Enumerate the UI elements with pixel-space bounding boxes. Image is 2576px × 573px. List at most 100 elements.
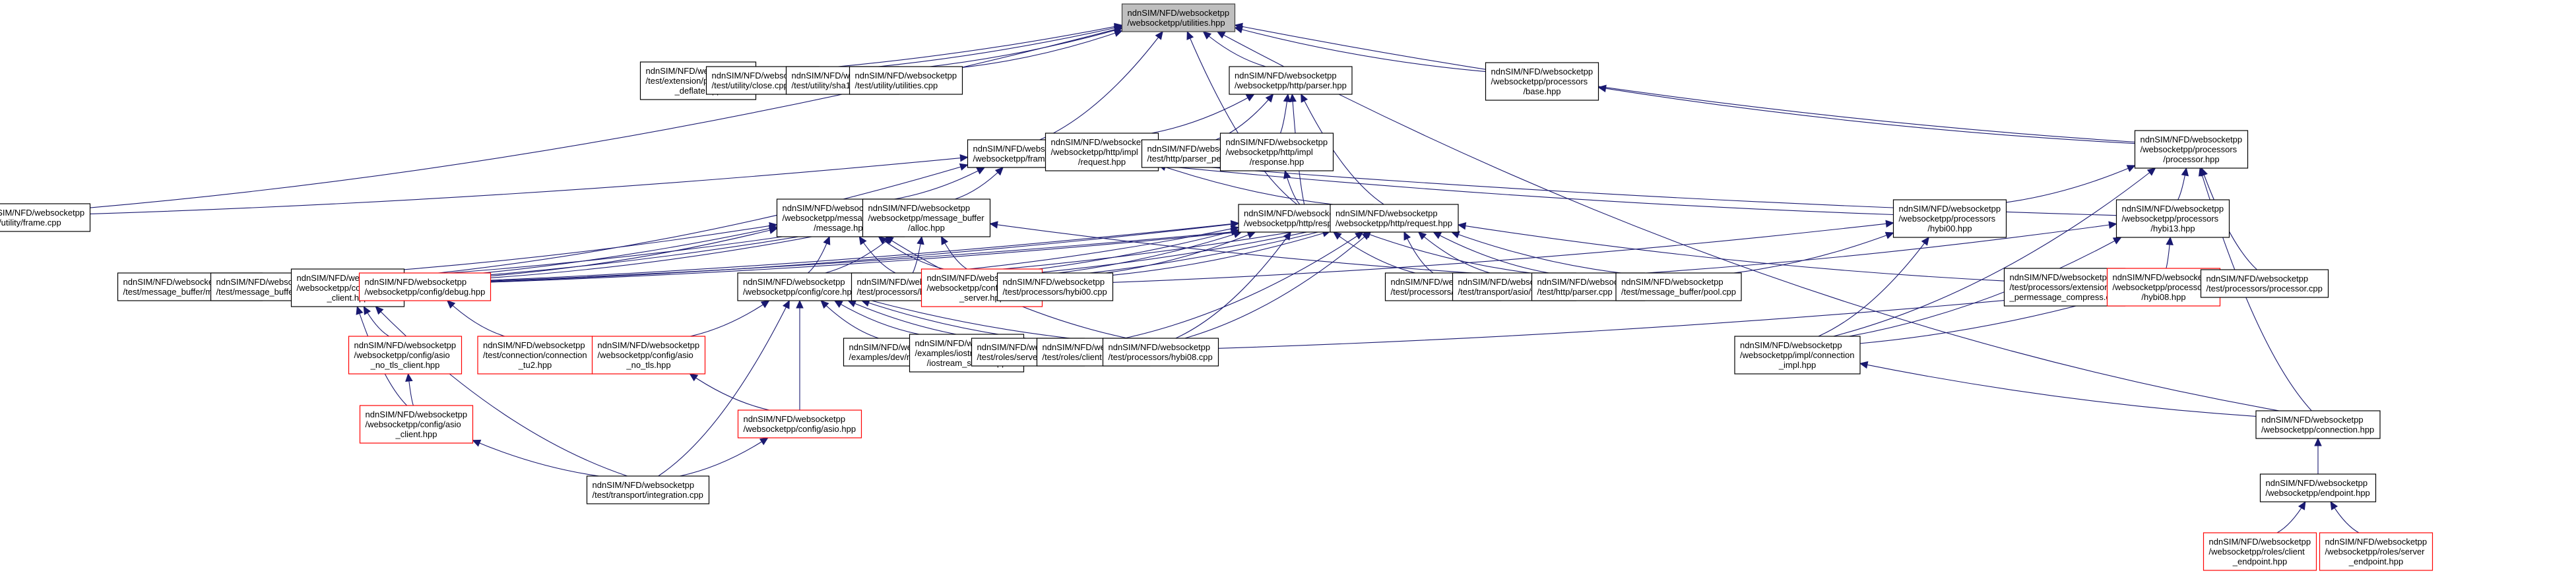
node-utilities-hpp[interactable]: ndnSIM/NFD/websocketpp/websocketpp/utili… (1121, 3, 1236, 32)
arrowhead-icon (689, 373, 699, 382)
edge-permessage-deflate-cpp-to-utilities-hpp (756, 24, 1122, 74)
arrowhead-icon (2298, 500, 2306, 510)
node-label-line: ndnSIM/NFD/websocketpp (2206, 274, 2309, 284)
arrowhead-icon (1417, 231, 1427, 240)
node-asio-no-tls-hpp[interactable]: ndnSIM/NFD/websocketpp/websocketpp/confi… (591, 336, 706, 375)
node-box (2115, 199, 2230, 238)
arrowhead-icon (796, 299, 804, 309)
node-label-line: _client.hpp (395, 429, 437, 439)
node-label-line: ndnSIM/NFD/websocketpp (2266, 478, 2368, 488)
edge-iostream-server-cpp-to-core-hpp (834, 300, 920, 335)
edge-sha1-cpp-to-utilities-hpp (899, 28, 1122, 71)
edge-debug-hpp-to-response-hpp (490, 223, 1239, 282)
edge-hybi00-cpp-to-response-hpp (1105, 231, 1256, 274)
edge-parser-hpp-to-utilities-hpp (1203, 31, 1266, 67)
node-connection-hpp[interactable]: ndnSIM/NFD/websocketpp/websocketpp/conne… (2255, 410, 2381, 439)
node-label-line: /websocketpp/http/impl (1051, 147, 1138, 157)
edge-asio-hpp-to-asio-no-tls-hpp (690, 373, 770, 411)
edge-pool-cpp-to-hybi00-hpp (1733, 232, 1894, 274)
node-label-line: /websocketpp/config/asio.hpp (744, 424, 856, 434)
node-asio-hpp[interactable]: ndnSIM/NFD/websocketpp/websocketpp/confi… (737, 409, 862, 438)
arrowhead-icon (2166, 236, 2174, 245)
node-asio-no-tls-client-hpp[interactable]: ndnSIM/NFD/websocketpp/websocketpp/confi… (348, 336, 463, 375)
node-integration-cpp[interactable]: ndnSIM/NFD/websocketpp/test/transport/in… (586, 475, 710, 504)
arrowhead-icon (976, 167, 986, 175)
node-request-hpp[interactable]: ndnSIM/NFD/websocketpp/websocketpp/http/… (1330, 204, 1459, 233)
node-box (1229, 66, 1353, 95)
node-processor-cpp[interactable]: ndnSIM/NFD/websocketpp/test/processors/p… (2200, 269, 2329, 298)
node-permessage-compress-cpp[interactable]: ndnSIM/NFD/websocketpp/test/processors/e… (2003, 268, 2126, 307)
node-base-hpp[interactable]: ndnSIM/NFD/websocketpp/websocketpp/proce… (1485, 62, 1599, 101)
node-label-line: /websocketpp/http/impl (1226, 147, 1313, 157)
node-label-line: ndnSIM/NFD/websocketpp (1244, 208, 1346, 218)
arrowhead-icon (2108, 221, 2117, 229)
node-box (0, 203, 91, 232)
node-endpoint-hpp[interactable]: ndnSIM/NFD/websocketpp/websocketpp/endpo… (2259, 473, 2377, 502)
node-label-line: ndnSIM/NFD/websocketpp (1491, 67, 1594, 76)
arrowhead-icon (1597, 84, 1607, 92)
edge-hybi00-hpp-to-processor-hpp (2006, 165, 2135, 203)
node-label-line: ndnSIM/NFD/websocketpp (2141, 135, 2243, 144)
node-utilities-cpp[interactable]: ndnSIM/NFD/websocketpp/test/utility/util… (849, 66, 963, 95)
node-box (358, 272, 492, 301)
node-label-line: /test/utility/frame.cpp (0, 218, 61, 227)
node-core-hpp[interactable]: ndnSIM/NFD/websocketpp/websocketpp/confi… (737, 272, 862, 301)
node-label-line: ndnSIM/NFD/websocketpp (1109, 342, 1211, 352)
arrowhead-icon (1283, 169, 1291, 179)
node-label-line: /request.hpp (1078, 157, 1126, 167)
node-connection-tu2-hpp[interactable]: ndnSIM/NFD/websocketpp/test/connection/c… (477, 336, 593, 375)
node-label-line: ndnSIM/NFD/websocketpp (1621, 277, 1723, 287)
arrowhead-icon (823, 235, 831, 245)
node-box (586, 475, 710, 504)
edge-processor-hpp-to-base-hpp (1598, 86, 2135, 144)
node-impl-response-hpp[interactable]: ndnSIM/NFD/websocketpp/websocketpp/http/… (1219, 133, 1334, 171)
node-pool-cpp[interactable]: ndnSIM/NFD/websocketpp/test/message_buff… (1615, 272, 1742, 301)
arrowhead-icon (356, 305, 364, 315)
node-hybi08-cpp[interactable]: ndnSIM/NFD/websocketpp/test/processors/h… (1102, 338, 1219, 367)
node-box (849, 66, 963, 95)
node-label-line: ndnSIM/NFD/websocketpp (2113, 272, 2215, 282)
edge-integration-cpp-to-asio-client-hpp (472, 440, 599, 477)
node-box (2319, 532, 2433, 571)
arrowhead-icon (1921, 237, 1929, 246)
node-hybi08-hpp[interactable]: ndnSIM/NFD/websocketpp/websocketpp/proce… (2106, 268, 2221, 307)
node-label-line: ndnSIM/NFD/websocketpp (598, 340, 700, 350)
node-parser-hpp[interactable]: ndnSIM/NFD/websocketpp/websocketpp/http/… (1229, 66, 1353, 95)
node-label-line: /alloc.hpp (908, 223, 945, 233)
node-box (1734, 336, 1861, 375)
node-label-line: /websocketpp/roles/server (2325, 547, 2426, 557)
edge-request-hpp-to-impl-request-hpp (1158, 164, 1334, 205)
node-processor-hpp[interactable]: ndnSIM/NFD/websocketpp/websocketpp/proce… (2134, 130, 2249, 169)
node-label-line: /websocketpp/processors (2141, 144, 2238, 154)
arrowhead-icon (1333, 231, 1342, 240)
node-client-endpoint-hpp[interactable]: ndnSIM/NFD/websocketpp/websocketpp/roles… (2203, 532, 2317, 571)
node-hybi00-hpp[interactable]: ndnSIM/NFD/websocketpp/websocketpp/proce… (1892, 199, 2007, 238)
arrowhead-icon (858, 235, 867, 245)
node-label-line: /test/utility/sha1.cpp (792, 80, 867, 90)
node-debug-hpp[interactable]: ndnSIM/NFD/websocketpp/websocketpp/confi… (358, 272, 492, 301)
arrowhead-icon (446, 300, 456, 309)
node-label-line: ndnSIM/NFD/websocketpp (483, 340, 585, 350)
node-label-line: /websocketpp/message_buffer (868, 213, 985, 223)
node-server-endpoint-hpp[interactable]: ndnSIM/NFD/websocketpp/websocketpp/roles… (2319, 532, 2433, 571)
node-alloc-hpp[interactable]: ndnSIM/NFD/websocketpp/websocketpp/messa… (862, 198, 991, 237)
node-box (348, 336, 463, 375)
edge-frame-hpp-to-utilities-hpp (1039, 31, 1163, 140)
node-label-line: /websocketpp/processors (2113, 282, 2210, 292)
node-label-line: ndnSIM/NFD/websocketpp (1740, 340, 1842, 350)
node-box (1892, 199, 2007, 238)
node-hybi13-hpp[interactable]: ndnSIM/NFD/websocketpp/websocketpp/proce… (2115, 199, 2230, 238)
node-frame-cpp[interactable]: ndnSIM/NFD/websocketpp/test/utility/fram… (0, 203, 91, 232)
node-label-line: ndnSIM/NFD/websocketpp (365, 277, 467, 287)
edge-message-hpp-to-frame-hpp (894, 167, 985, 200)
edge-roles-client-cpp-to-request-hpp (1124, 231, 1364, 339)
arrowhead-icon (1113, 26, 1123, 34)
node-connection-impl-hpp[interactable]: ndnSIM/NFD/websocketpp/websocketpp/impl/… (1734, 336, 1861, 375)
node-asio-client-hpp[interactable]: ndnSIM/NFD/websocketpp/websocketpp/confi… (359, 405, 474, 444)
node-impl-request-hpp[interactable]: ndnSIM/NFD/websocketpp/websocketpp/http/… (1045, 133, 1159, 171)
node-label-line: ndnSIM/NFD/websocketpp (354, 340, 457, 350)
node-box (2200, 269, 2329, 298)
node-box (2134, 130, 2249, 169)
node-label-line: _client.hpp (327, 293, 369, 303)
node-hybi00-cpp[interactable]: ndnSIM/NFD/websocketpp/test/processors/h… (996, 272, 1114, 301)
